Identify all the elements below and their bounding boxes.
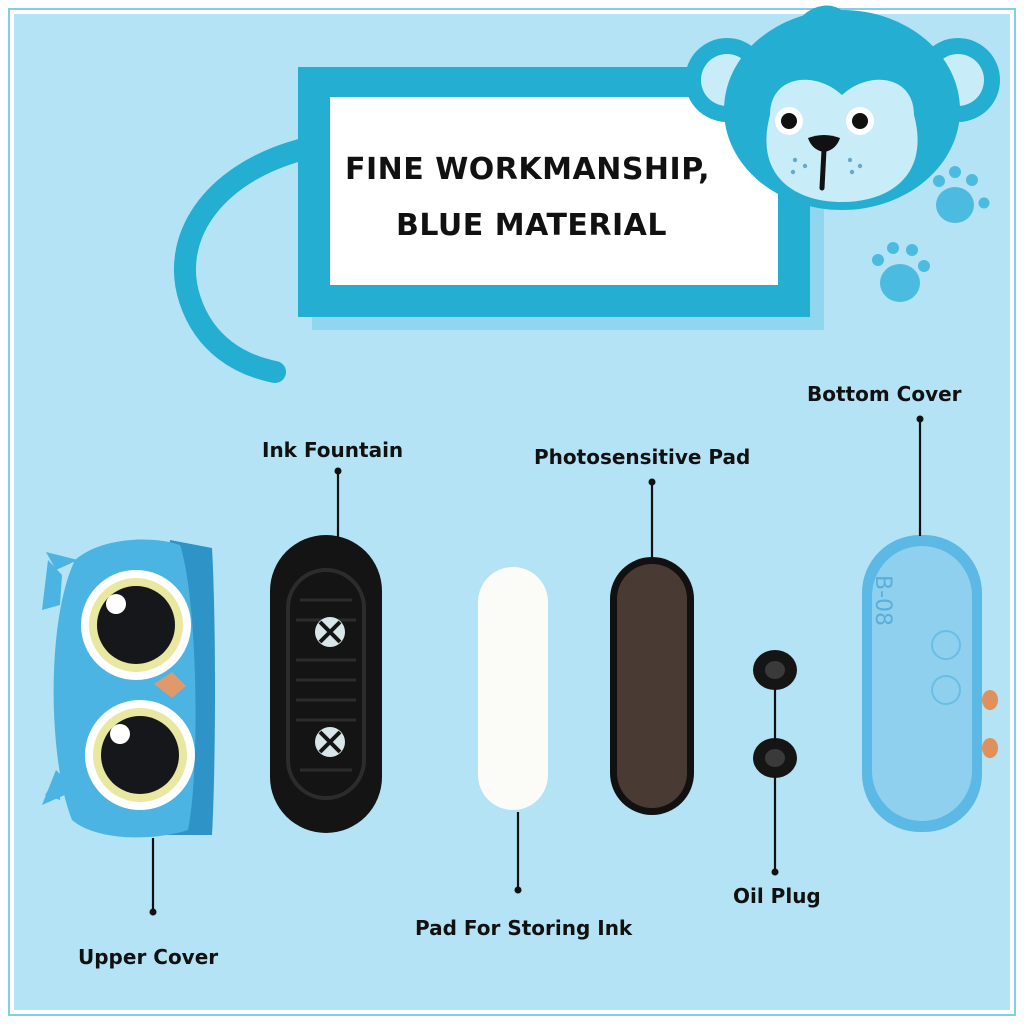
banner-inner — [330, 97, 778, 285]
photosensitive-pad — [610, 557, 694, 815]
label-pad-for-storing-ink: Pad For Storing Ink — [415, 916, 633, 940]
paw-print-icon — [872, 242, 930, 302]
label-upper-cover: Upper Cover — [78, 945, 219, 969]
label-photosensitive-pad: Photosensitive Pad — [534, 445, 751, 469]
upper-cover-owl — [42, 539, 215, 838]
label-ink-fountain: Ink Fountain — [262, 438, 404, 462]
headline-line-1: FINE WORKMANSHIP, — [345, 152, 711, 187]
monkey-tail — [174, 139, 311, 383]
ink-fountain — [270, 535, 382, 833]
bottom-cover-marking: B-08 — [870, 575, 895, 627]
headline-line-2: BLUE MATERIAL — [396, 208, 668, 243]
paw-print-icon — [933, 166, 990, 223]
bottom-cover — [862, 535, 998, 832]
monkey-icon — [685, 5, 1000, 210]
oil-plug — [753, 650, 797, 778]
label-oil-plug: Oil Plug — [733, 884, 821, 908]
label-bottom-cover: Bottom Cover — [807, 382, 962, 406]
pad-for-storing-ink — [478, 567, 548, 810]
